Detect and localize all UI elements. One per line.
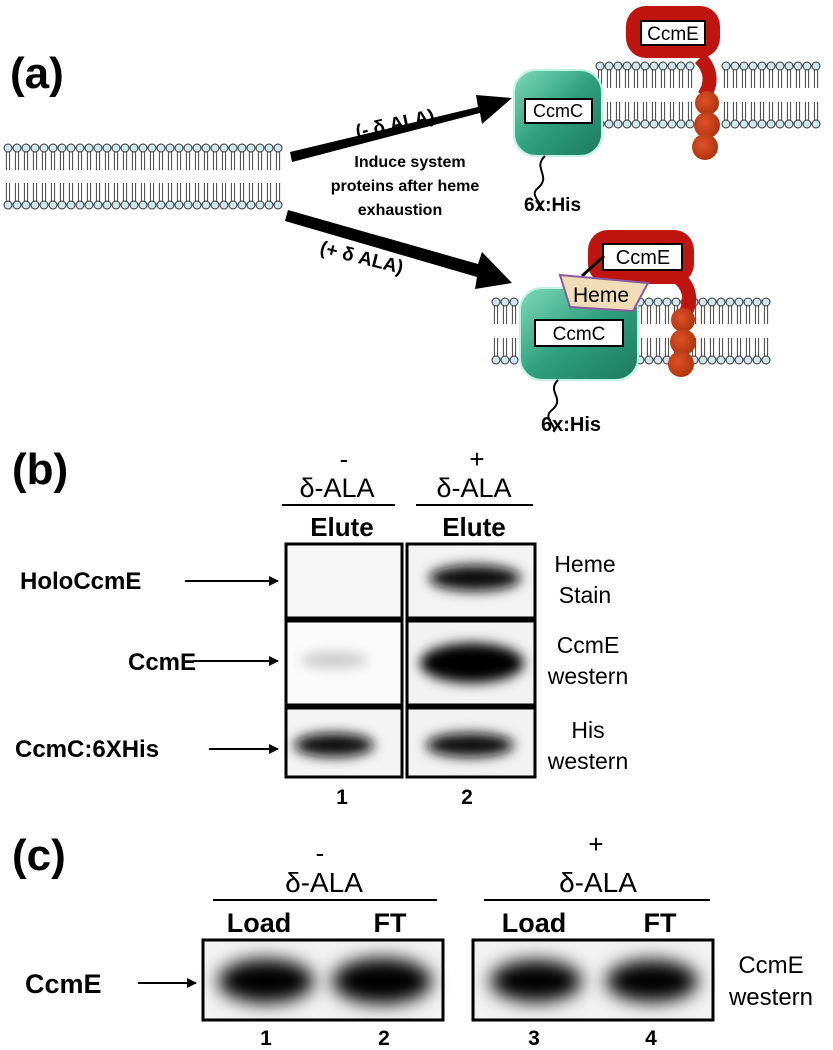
row1-right-1: Heme xyxy=(554,551,615,577)
band-ccmc-lane2 xyxy=(426,733,514,757)
row2-right-1: CcmE xyxy=(557,632,620,658)
band-c-lane1 xyxy=(218,959,314,1003)
membrane-top-right xyxy=(595,61,821,129)
row-c-right-2: western xyxy=(728,984,813,1011)
blot-c-group2 xyxy=(471,938,715,1022)
band-ccmc-lane1 xyxy=(294,733,374,757)
blot-row-ccme xyxy=(284,619,537,707)
col1-sign: - xyxy=(340,444,349,474)
band-ccme-lane2 xyxy=(420,643,524,683)
row1-right-2: Stain xyxy=(559,582,611,608)
ccmc-bottom-label: CcmC xyxy=(553,324,606,345)
arrow-minus-ala xyxy=(290,95,512,162)
group2-sign: + xyxy=(588,829,603,859)
arrow-top-label: (- δ ALA) xyxy=(354,106,437,143)
lane-1-label: 1 xyxy=(336,786,348,809)
row3-left-label: CcmC:6XHis xyxy=(15,736,159,763)
group1-sign: - xyxy=(316,838,325,868)
heme-label: Heme xyxy=(573,284,629,307)
group2-reagent: δ-ALA xyxy=(559,867,637,898)
group1-reagent: δ-ALA xyxy=(285,867,363,898)
membrane-left xyxy=(3,143,283,210)
ccme-top-label: CcmE xyxy=(647,24,699,45)
row3-right-1: His xyxy=(571,717,604,743)
ccmc-bottom: CcmC 6x:His xyxy=(519,287,639,436)
band-c-lane3 xyxy=(490,960,582,1002)
ccme-bottom-label: CcmE xyxy=(616,247,670,269)
row-c-right-1: CcmE xyxy=(738,952,803,979)
col2-reagent: δ-ALA xyxy=(436,473,511,503)
lane-2-label: 2 xyxy=(461,786,473,809)
lane-c4-label: 4 xyxy=(645,1027,657,1050)
band-c-lane4 xyxy=(606,960,698,1002)
blot-row-holoccme xyxy=(284,542,537,620)
panel-c: (c) - + δ-ALA δ-ALA Load FT Load FT CcmE… xyxy=(12,829,813,1050)
col1-reagent: δ-ALA xyxy=(299,473,374,503)
group2-sub2: FT xyxy=(644,908,677,938)
panel-b-label: (b) xyxy=(12,445,68,494)
band-holo-lane2 xyxy=(429,565,521,591)
induce-text-2: proteins after heme xyxy=(331,178,480,195)
row1-left-label: HoloCcmE xyxy=(20,568,141,595)
band-c-lane2 xyxy=(332,958,432,1004)
row3-right-2: western xyxy=(547,748,629,774)
ccme-bottom: CcmE xyxy=(580,230,697,377)
panel-c-label: (c) xyxy=(12,831,66,880)
panel-a: (a) (- δ ALA) (+ δ ALA) Induce system pr… xyxy=(3,6,821,436)
row2-left-label: CcmE xyxy=(128,649,196,676)
col2-sub: Elute xyxy=(442,512,506,542)
row2-right-2: western xyxy=(547,663,629,689)
row-c-left-label: CcmE xyxy=(25,969,102,999)
blot-row-ccmc xyxy=(284,706,537,779)
ccme-top: CcmE xyxy=(626,6,720,160)
induce-text-3: exhaustion xyxy=(358,202,442,219)
col1-sub: Elute xyxy=(310,512,374,542)
his-tag-bottom: 6x:His xyxy=(541,414,601,436)
group1-sub1: Load xyxy=(227,908,292,938)
group1-sub2: FT xyxy=(374,908,407,938)
group2-sub1: Load xyxy=(502,908,567,938)
col2-sign: + xyxy=(469,444,484,474)
band-ccme-lane1 xyxy=(300,652,368,668)
lane-c3-label: 3 xyxy=(528,1027,540,1050)
arrow-plus-ala xyxy=(285,210,512,289)
panel-a-label: (a) xyxy=(10,49,64,98)
heme-shape: Heme xyxy=(558,273,650,313)
his-tag-top: 6x:His xyxy=(524,195,581,216)
ccmc-top-label: CcmC xyxy=(533,101,583,121)
ccmc-top: CcmC 6x:His xyxy=(513,69,603,216)
lane-c1-label: 1 xyxy=(260,1027,272,1050)
lane-c2-label: 2 xyxy=(378,1027,390,1050)
panel-b: (b) - + δ-ALA δ-ALA Elute Elute xyxy=(12,444,628,809)
blot-c-group1 xyxy=(201,938,445,1022)
induce-text-1: Induce system xyxy=(354,154,465,171)
